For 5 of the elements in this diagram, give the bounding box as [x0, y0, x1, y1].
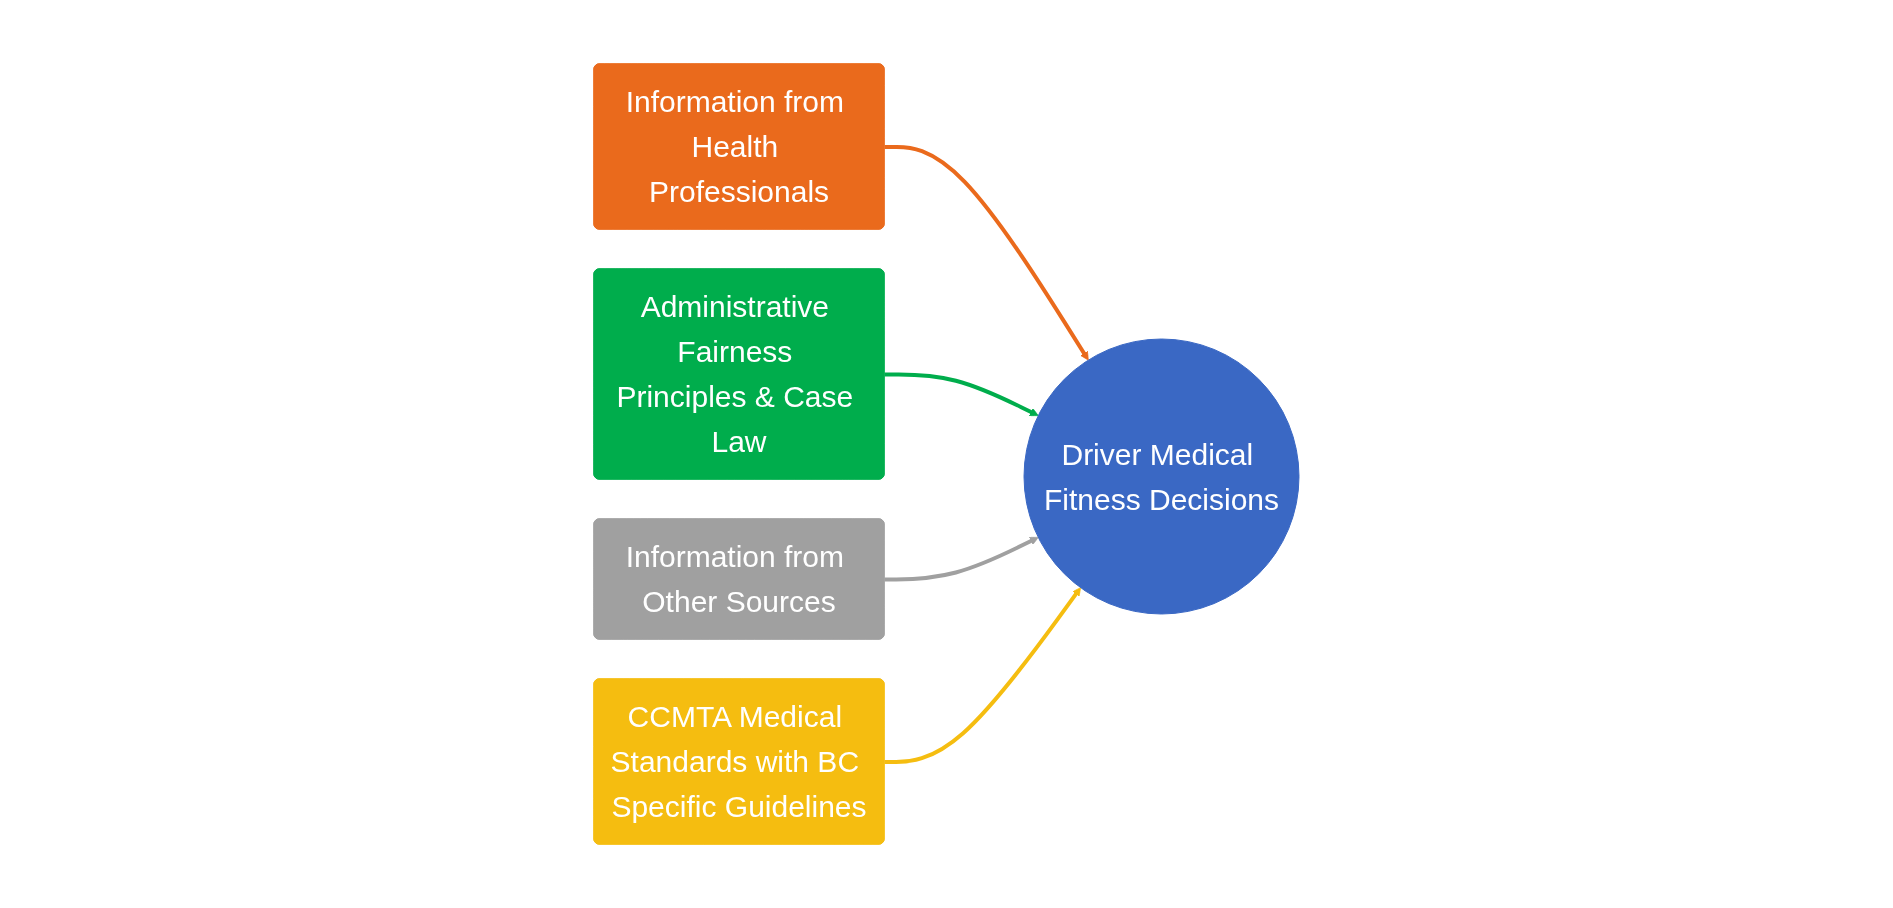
- arrow: [884, 144, 1089, 361]
- arrow: [884, 536, 1039, 582]
- node-circle: Driver Medical Fitness Decisions: [1023, 338, 1300, 615]
- arrow: [884, 372, 1039, 417]
- arrow: [884, 587, 1081, 764]
